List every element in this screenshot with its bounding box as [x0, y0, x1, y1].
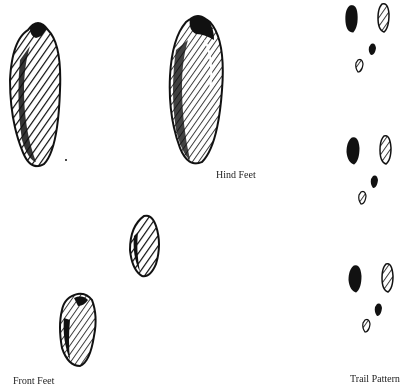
front-feet-label: Front Feet — [13, 376, 54, 387]
hind-foot-left — [10, 23, 60, 166]
front-foot-middle — [130, 216, 159, 277]
trail-group-2 — [347, 136, 391, 204]
front-foot-lower — [60, 294, 96, 366]
trail-group-3 — [349, 264, 393, 332]
trail-pattern-label: Trail Pattern — [350, 374, 400, 385]
trail-group-1 — [346, 4, 389, 72]
hind-foot-right — [170, 15, 223, 163]
stray-dot — [65, 159, 67, 161]
hind-feet-label: Hind Feet — [216, 170, 256, 181]
